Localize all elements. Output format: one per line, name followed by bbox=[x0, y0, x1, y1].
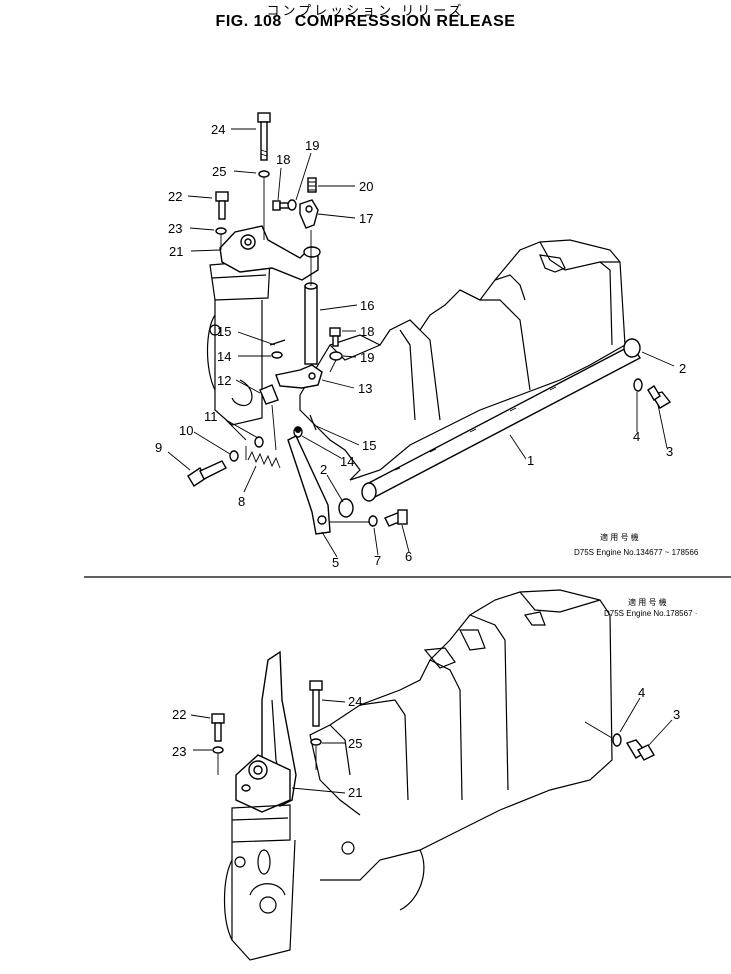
figure-name: COMPRESSSION RELEASE bbox=[294, 13, 516, 30]
lower-engine-head bbox=[309, 589, 613, 911]
japanese-title: コンプレッション リリーズ bbox=[266, 4, 465, 19]
part-4-washer bbox=[633, 378, 643, 392]
upper-engine-head bbox=[299, 239, 626, 481]
callout-10: 10 bbox=[179, 423, 193, 438]
part-5-lever-arm bbox=[287, 427, 331, 535]
part-1-release-shaft bbox=[361, 344, 641, 502]
callout-24: 24 bbox=[211, 122, 225, 137]
callout-25: 25 bbox=[212, 164, 226, 179]
callout-2: 2 bbox=[320, 462, 327, 477]
lower-bracket-housing bbox=[223, 804, 296, 961]
lower-callout-21: 21 bbox=[348, 785, 362, 800]
callout-11: 11 bbox=[204, 409, 218, 424]
part-6-bolt bbox=[384, 509, 408, 527]
part-17-lever bbox=[299, 199, 319, 229]
lower-callout-22: 22 bbox=[172, 707, 186, 722]
lower-part-3-bolt bbox=[625, 739, 655, 761]
lower-callout-4: 4 bbox=[638, 685, 645, 700]
callout-9: 9 bbox=[155, 440, 162, 455]
callout-12: 12 bbox=[217, 373, 231, 388]
part-22-bolt bbox=[215, 191, 229, 220]
lower-callout-24: 24 bbox=[348, 694, 362, 709]
upper-bracket-housing bbox=[206, 259, 271, 426]
callout-23: 23 bbox=[168, 221, 182, 236]
part-9-bolt bbox=[187, 460, 227, 487]
part-2-o-ring-left bbox=[338, 498, 354, 518]
part-21-bracket bbox=[219, 225, 321, 281]
part-3-bolt bbox=[647, 385, 672, 409]
part-10-nut bbox=[229, 450, 239, 462]
callout-15: 15 bbox=[217, 324, 231, 339]
callout-8: 8 bbox=[238, 494, 245, 509]
lower-applicability: D75S Engine No.178567 · bbox=[604, 609, 697, 618]
callout-22: 22 bbox=[168, 189, 182, 204]
lower-part-22-bolt bbox=[211, 713, 225, 742]
part-13-lever bbox=[275, 364, 323, 389]
callout-5: 5 bbox=[332, 555, 339, 570]
upper-assembly-lines bbox=[220, 178, 370, 523]
part-24-bolt bbox=[257, 112, 271, 161]
lower-callout-23: 23 bbox=[172, 744, 186, 759]
callout-14: 14 bbox=[217, 349, 231, 364]
callout-17: 17 bbox=[359, 211, 373, 226]
callout-3: 3 bbox=[666, 444, 673, 459]
callout-4: 4 bbox=[633, 429, 640, 444]
figure-number: FIG. 108 bbox=[215, 13, 282, 30]
part-16-push-rod bbox=[304, 282, 318, 365]
callout-18: 18 bbox=[360, 324, 374, 339]
upper-applicability: D75S Engine No.134677 ~ 178566 bbox=[574, 548, 699, 557]
lower-part-4-washer bbox=[612, 733, 622, 747]
part-15-pin-lower bbox=[309, 414, 317, 431]
lower-part-23-washer bbox=[212, 746, 224, 754]
lower-callout-25: 25 bbox=[348, 736, 362, 751]
callout-15: 15 bbox=[362, 438, 376, 453]
callout-13: 13 bbox=[358, 381, 372, 396]
part-11-washer bbox=[254, 436, 264, 448]
part-20-spring bbox=[307, 177, 317, 193]
upper-callouts: 24 25 18 19 20 22 17 23 21 16 15 18 14 1… bbox=[155, 122, 686, 570]
callout-20: 20 bbox=[359, 179, 373, 194]
part-18-bolt-middle bbox=[329, 327, 341, 347]
lower-part-21-bracket bbox=[235, 650, 297, 813]
lower-part-24-bolt bbox=[309, 680, 323, 727]
part-14-washer-upper bbox=[271, 351, 283, 359]
callout-2: 2 bbox=[679, 361, 686, 376]
lower-callout-3: 3 bbox=[673, 707, 680, 722]
part-19-nut-middle bbox=[329, 351, 343, 361]
lower-assembly-line-3 bbox=[584, 721, 613, 739]
callout-7: 7 bbox=[374, 553, 381, 568]
upper-leader-lines bbox=[167, 128, 675, 558]
callout-16: 16 bbox=[360, 298, 374, 313]
lower-part-25-washer bbox=[310, 738, 322, 746]
callout-19: 19 bbox=[305, 138, 319, 153]
part-8-spring bbox=[247, 450, 281, 469]
callout-21: 21 bbox=[169, 244, 183, 259]
upper-applicability-jp: 適 用 号 機 bbox=[600, 532, 639, 542]
part-23-washer bbox=[215, 227, 227, 235]
part-25-washer bbox=[258, 170, 270, 178]
figure-title: FIG. 108 COMPRESSSION RELEASE bbox=[0, 13, 731, 31]
part-12-plate bbox=[259, 384, 279, 405]
lower-leader-lines bbox=[190, 697, 673, 794]
lower-callouts: 4 3 22 24 23 25 21 bbox=[172, 685, 680, 800]
part-7-nut bbox=[368, 515, 378, 527]
lower-applicability-jp: 適 用 号 機 bbox=[628, 597, 667, 607]
callout-18: 18 bbox=[276, 152, 290, 167]
part-19-nut-upper bbox=[287, 199, 297, 211]
callout-19: 19 bbox=[360, 350, 374, 365]
callout-1: 1 bbox=[527, 453, 534, 468]
part-2-o-ring-right bbox=[623, 338, 641, 358]
callout-14: 14 bbox=[340, 454, 354, 469]
callout-6: 6 bbox=[405, 549, 412, 564]
